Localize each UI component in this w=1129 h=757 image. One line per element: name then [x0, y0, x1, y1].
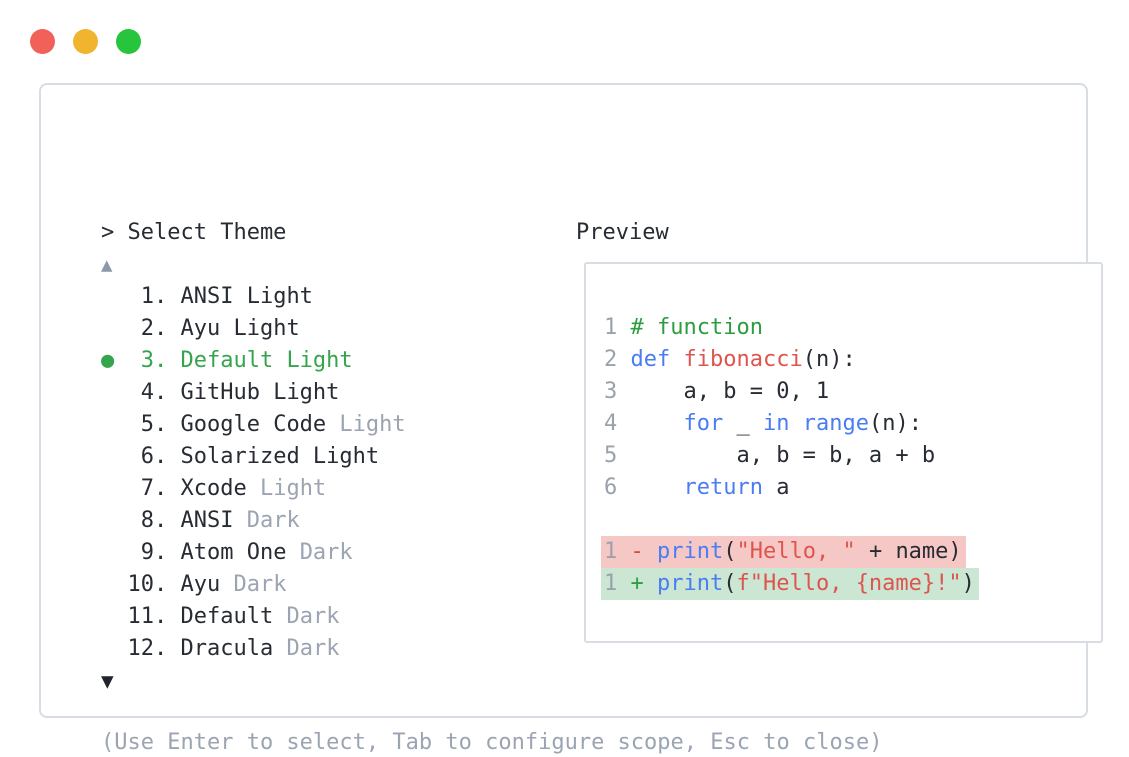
theme-option-atom-one[interactable]: 9. Atom One Dark	[101, 537, 406, 569]
marker-spacer	[101, 284, 128, 309]
marker-spacer	[101, 540, 128, 565]
theme-option-label: 8. ANSI	[127, 508, 247, 533]
zoom-button[interactable]	[116, 29, 141, 54]
preview-pane: 1 # function 2 def fibonacci(n): 3 a, b = …	[584, 262, 1103, 643]
theme-option-label: 6. Solarized Light	[127, 444, 380, 469]
theme-option-label: 4. GitHub Light	[127, 380, 340, 405]
scroll-down-icon[interactable]: ▼	[101, 669, 114, 693]
code-preview: 1 # function 2 def fibonacci(n): 3 a, b = …	[601, 312, 979, 600]
marker-spacer	[101, 572, 128, 597]
theme-option-label: 2. Ayu Light	[127, 316, 300, 341]
diff-line-add: 1 + print(f"Hello, {name}!")	[601, 568, 979, 600]
theme-option-label: 9. Atom One	[127, 540, 300, 565]
theme-picker-prompt: > Select Theme	[101, 220, 287, 245]
theme-option-variant-label: Light	[259, 476, 327, 501]
code-line: 4 for _ in range(n):	[604, 411, 922, 436]
diff-line-del: 1 - print("Hello, " + name)	[601, 536, 979, 568]
theme-option-dracula[interactable]: 12. Dracula Dark	[101, 633, 406, 665]
theme-picker-panel: > Select Theme ▲ 1. ANSI Light 2. Ayu Li…	[39, 83, 1103, 755]
theme-list-column: > Select Theme ▲ 1. ANSI Light 2. Ayu Li…	[101, 217, 406, 697]
theme-option-label: 10. Ayu	[127, 572, 234, 597]
marker-spacer	[101, 604, 128, 629]
theme-option-default-light[interactable]: ● 3. Default Light	[101, 345, 406, 377]
marker-spacer	[101, 412, 128, 437]
theme-option-github-light[interactable]: 4. GitHub Light	[101, 377, 406, 409]
theme-option-variant-label: Dark	[286, 636, 340, 661]
code-line: 1 # function	[604, 315, 763, 340]
close-button[interactable]	[30, 29, 55, 54]
line-number: 1	[604, 571, 631, 596]
theme-option-variant-label: Dark	[233, 572, 287, 597]
diff-highlight-add: 1 + print(f"Hello, {name}!")	[601, 568, 979, 600]
theme-option-ayu[interactable]: 10. Ayu Dark	[101, 569, 406, 601]
minimize-button[interactable]	[73, 29, 98, 54]
line-number: 5	[604, 443, 631, 468]
marker-spacer	[101, 444, 128, 469]
theme-option-label: 3. Default Light	[127, 348, 353, 373]
theme-option-label: 1. ANSI Light	[127, 284, 313, 309]
theme-option-label: 11. Default	[127, 604, 287, 629]
theme-option-label: 5. Google Code	[127, 412, 340, 437]
line-number: 6	[604, 475, 631, 500]
theme-option-default[interactable]: 11. Default Dark	[101, 601, 406, 633]
code-line: 2 def fibonacci(n):	[604, 347, 856, 372]
theme-option-ansi[interactable]: 8. ANSI Dark	[101, 505, 406, 537]
theme-option-xcode[interactable]: 7. Xcode Light	[101, 473, 406, 505]
marker-spacer	[101, 508, 128, 533]
code-line	[604, 504, 979, 536]
theme-option-ayu-light[interactable]: 2. Ayu Light	[101, 313, 406, 345]
line-number: 4	[604, 411, 631, 436]
code-line: 6 return a	[604, 475, 790, 500]
theme-option-variant-label: Dark	[299, 540, 353, 565]
code-line: 5 a, b = b, a + b	[604, 443, 936, 468]
theme-option-google-code[interactable]: 5. Google Code Light	[101, 409, 406, 441]
theme-option-solarized-light[interactable]: 6. Solarized Light	[101, 441, 406, 473]
line-number: 1	[604, 539, 631, 564]
scroll-up-icon[interactable]: ▲	[101, 254, 113, 276]
keyboard-help-text: (Use Enter to select, Tab to configure s…	[101, 730, 883, 755]
preview-heading: Preview	[576, 220, 669, 245]
theme-option-label: 12. Dracula	[127, 636, 287, 661]
theme-list: 1. ANSI Light 2. Ayu Light ● 3. Default L…	[101, 281, 406, 665]
theme-option-ansi-light[interactable]: 1. ANSI Light	[101, 281, 406, 313]
selected-dot-icon: ●	[101, 348, 128, 373]
marker-spacer	[101, 476, 128, 501]
line-number: 3	[604, 379, 631, 404]
window-controls	[30, 29, 141, 54]
line-number: 2	[604, 347, 631, 372]
theme-option-variant-label: Dark	[286, 604, 340, 629]
line-number: 1	[604, 315, 631, 340]
code-line: 3 a, b = 0, 1	[604, 379, 830, 404]
diff-highlight-del: 1 - print("Hello, " + name)	[601, 536, 966, 568]
theme-option-label: 7. Xcode	[127, 476, 260, 501]
marker-spacer	[101, 316, 128, 341]
marker-spacer	[101, 380, 128, 405]
theme-option-variant-label: Dark	[246, 508, 300, 533]
theme-option-variant-label: Light	[339, 412, 406, 437]
marker-spacer	[101, 636, 128, 661]
